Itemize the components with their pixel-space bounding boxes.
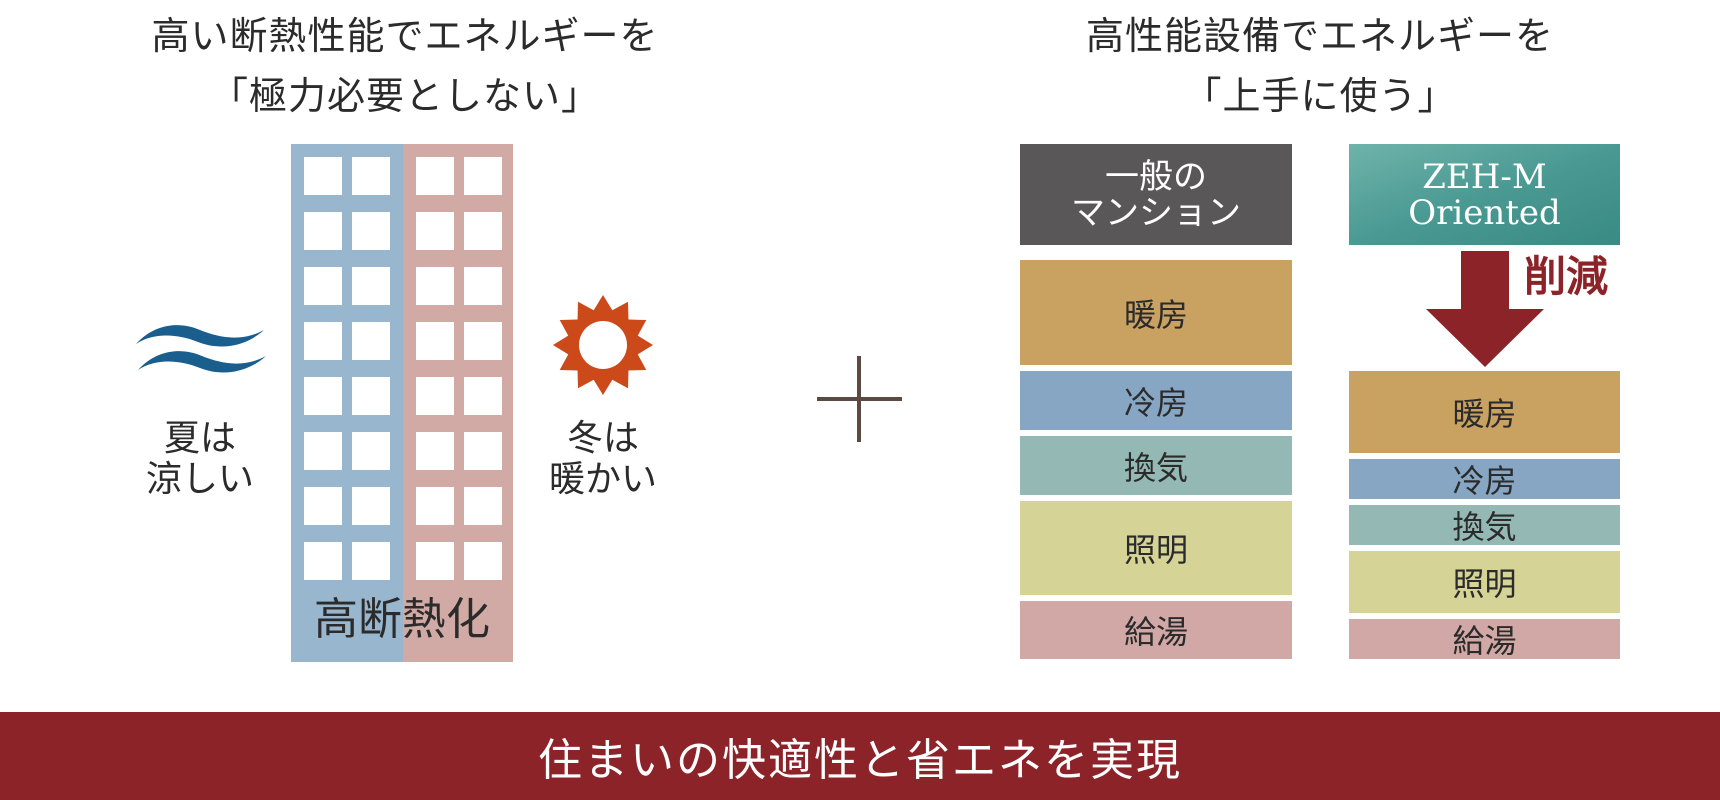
building-window (464, 267, 502, 305)
building-window (304, 542, 342, 580)
reduction-arrow-icon (1426, 251, 1544, 367)
general-lighting: 照明 (1020, 501, 1292, 595)
left-heading: 高い断熱性能でエネルギーを 「極力必要としない」 (100, 6, 710, 126)
building-window (416, 322, 454, 360)
zeh-ventilation: 換気 (1349, 505, 1620, 546)
building-window (304, 157, 342, 195)
building-window (464, 432, 502, 470)
zeh-title-line2: Oriented (1408, 192, 1561, 233)
general-heating: 暖房 (1020, 260, 1292, 365)
zeh-hot-water: 給湯 (1349, 619, 1620, 660)
banner-text: 住まいの快適性と省エネを実現 (538, 735, 1182, 786)
building-window (352, 432, 390, 470)
building-window (304, 487, 342, 525)
general-ventilation: 換気 (1020, 436, 1292, 495)
winter-line2: 暖かい (548, 459, 657, 500)
zeh-header: ZEH-M Oriented (1349, 144, 1620, 245)
building-window (304, 267, 342, 305)
sun-icon (553, 295, 653, 395)
right-heading-line2: 「上手に使う」 (1183, 74, 1457, 118)
building-window (352, 377, 390, 415)
building-window (416, 432, 454, 470)
building-window (352, 267, 390, 305)
left-heading-line2: 「極力必要としない」 (209, 74, 600, 118)
building-window (352, 212, 390, 250)
general-mansion-title-line2: マンション (1071, 192, 1241, 233)
building-window (416, 487, 454, 525)
general-mansion-header: 一般の マンション (1020, 144, 1292, 245)
building-window (464, 542, 502, 580)
general-cooling: 冷房 (1020, 371, 1292, 430)
building-window (304, 322, 342, 360)
left-heading-line1: 高い断熱性能でエネルギーを (151, 14, 659, 58)
building-window (464, 157, 502, 195)
building-window (416, 157, 454, 195)
general-mansion-title-line1: 一般の (1105, 156, 1207, 197)
waves-icon (136, 325, 266, 373)
building-window (464, 212, 502, 250)
general-hot-water: 給湯 (1020, 601, 1292, 659)
reduction-label: 削減 (1524, 252, 1609, 301)
summer-text: 夏は 涼しい (130, 418, 270, 500)
zeh-title-line1: ZEH-M (1422, 156, 1547, 197)
zeh-heating: 暖房 (1349, 371, 1620, 453)
building-window (304, 432, 342, 470)
building-window (464, 487, 502, 525)
zeh-cooling: 冷房 (1349, 459, 1620, 500)
right-heading-line1: 高性能設備でエネルギーを (1085, 14, 1554, 58)
building-window (352, 542, 390, 580)
building-window (304, 377, 342, 415)
building-window (464, 322, 502, 360)
building-window (352, 322, 390, 360)
building-window (416, 212, 454, 250)
building-window (352, 157, 390, 195)
winter-line1: 冬は (566, 418, 639, 459)
building-window (416, 267, 454, 305)
right-heading: 高性能設備でエネルギーを 「上手に使う」 (1020, 6, 1620, 126)
building-window (416, 377, 454, 415)
summer-line2: 涼しい (145, 459, 254, 500)
building-window (352, 487, 390, 525)
winter-text: 冬は 暖かい (533, 418, 673, 500)
plus-icon-horizontal (817, 397, 902, 401)
building-window (416, 542, 454, 580)
bottom-banner: 住まいの快適性と省エネを実現 (0, 712, 1720, 800)
zeh-lighting: 照明 (1349, 551, 1620, 613)
building-window (464, 377, 502, 415)
building-label: 高断熱化 (314, 594, 490, 645)
summer-line1: 夏は (163, 418, 236, 459)
building-window (304, 212, 342, 250)
